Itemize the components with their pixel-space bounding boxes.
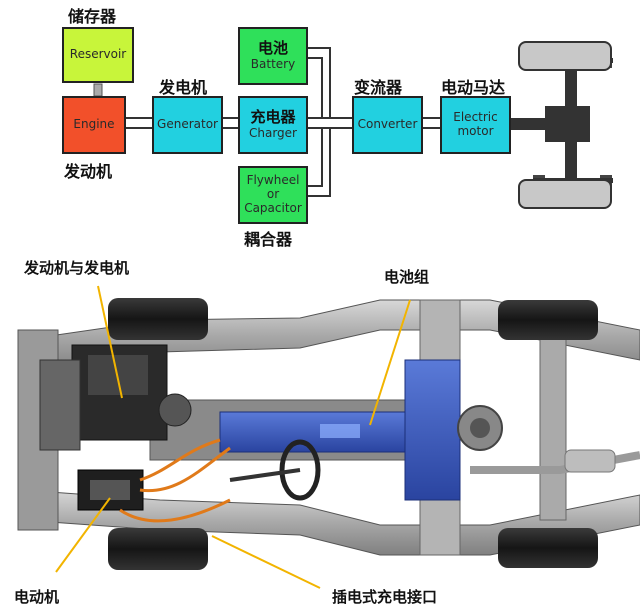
generator-box: Generator: [152, 96, 223, 154]
schematic-connectors: [93, 41, 613, 209]
engine-label-zh: 发动机: [64, 162, 113, 181]
front-right-tire: [108, 528, 208, 570]
engine-label: Engine: [73, 117, 115, 132]
rear-left-tire: [498, 300, 598, 340]
motor-label-1: Electric: [453, 110, 498, 125]
converter-motor-link: [423, 117, 440, 129]
exhaust-pipe: [470, 449, 640, 474]
converter-label: Converter: [357, 117, 418, 132]
charger-box: 充电器 Charger: [238, 96, 308, 154]
charger-label: Charger: [249, 125, 297, 140]
electric-motor-unit: [77, 469, 144, 511]
reservoir-box: Reservoir: [62, 27, 134, 83]
pointer-battery-pack: [369, 299, 411, 426]
label-engine-generator: 发动机与发电机: [24, 259, 130, 277]
battery-label-zh: 电池: [257, 39, 288, 58]
flywheel-label-2: or: [266, 187, 280, 202]
pointer-plugin-port: [211, 535, 321, 589]
flywheel-label-1: Flywheel: [246, 173, 300, 188]
converter-box: Converter: [352, 96, 423, 154]
motor-shaft: [511, 118, 545, 130]
steering-assembly: [229, 439, 321, 501]
generator-charger-link: [223, 117, 238, 129]
reservoir-label-zh: 储存器: [68, 7, 117, 26]
reservoir-label: Reservoir: [69, 47, 127, 62]
battery-box: 电池 Battery: [238, 27, 308, 85]
flywheel-box: Flywheel or Capacitor: [238, 166, 308, 224]
engine-box: Engine: [62, 96, 126, 154]
front-wheel: [518, 41, 612, 71]
label-electric-motor: 电动机: [14, 588, 60, 606]
motor-label-2: motor: [457, 124, 494, 138]
hv-cables: [119, 438, 231, 523]
label-plugin-port: 插电式充电接口: [332, 588, 438, 606]
engine-generator-unit: [39, 344, 192, 451]
battery-pack: [219, 359, 461, 501]
pointer-engine-generator: [97, 285, 123, 399]
rear-differential: [457, 405, 503, 451]
pointer-lines: [55, 285, 411, 589]
differential: [545, 106, 590, 142]
generator-label-zh: 发电机: [159, 78, 208, 97]
axle-assembly: [518, 41, 613, 209]
label-battery-pack: 电池组: [384, 268, 430, 286]
rear-right-tire: [498, 528, 598, 568]
battery-label: Battery: [250, 56, 296, 71]
flywheel-converter-link: [308, 128, 331, 197]
motor-label-zh: 电动马达: [441, 78, 506, 97]
charger-label-zh: 充电器: [250, 108, 296, 127]
battery-converter-link: [308, 47, 331, 118]
pointer-electric-motor: [55, 497, 111, 573]
rear-wheel: [518, 179, 612, 209]
generator-label: Generator: [157, 117, 218, 132]
converter-label-zh: 变流器: [354, 78, 403, 97]
flywheel-label-zh: 耦合器: [244, 230, 293, 249]
front-left-tire: [108, 298, 208, 340]
flywheel-label-3: Capacitor: [244, 200, 302, 215]
motor-box: Electric motor: [440, 96, 511, 154]
engine-generator-link: [126, 117, 152, 129]
